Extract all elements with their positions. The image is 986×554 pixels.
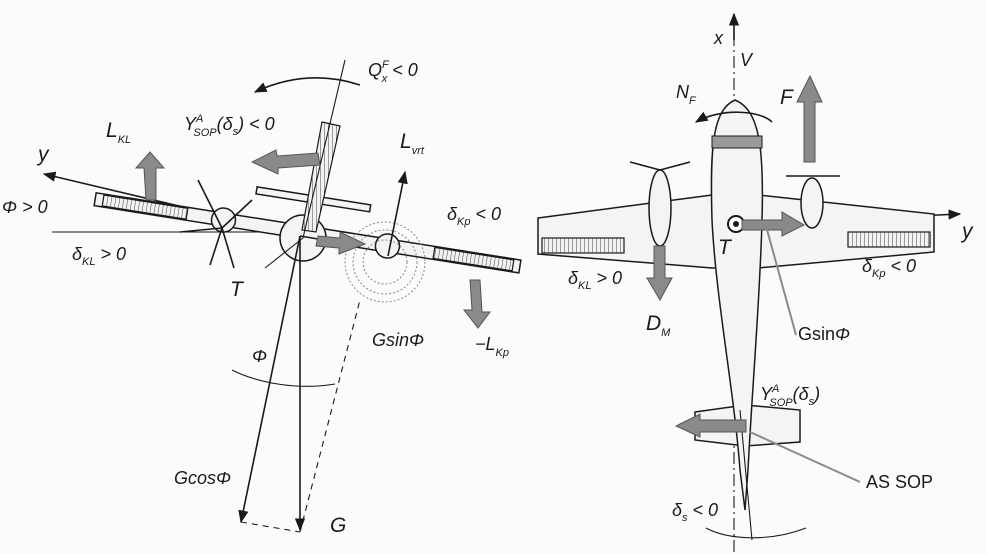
yaw-moment-label: NF <box>676 82 697 107</box>
drag-arrow <box>646 245 673 302</box>
as-sop-label: AS SOP <box>866 472 933 492</box>
aileron-left-label: δKL > 0 <box>72 244 126 268</box>
left-propeller <box>179 179 253 269</box>
right-lift-arrow <box>462 279 491 329</box>
thrust-label-left: T <box>230 278 245 301</box>
drag-label: DM <box>646 312 671 339</box>
roll-angle-label: Φ > 0 <box>2 197 48 217</box>
lift-right-label: −LKp <box>475 334 509 359</box>
gsin-thick-arrow <box>315 231 367 255</box>
phi-label: Φ <box>252 346 267 366</box>
thrust-force-arrow <box>796 74 823 163</box>
gsin-leader <box>765 225 797 336</box>
weight-label: G <box>330 514 346 537</box>
gsin-label-right: GsinΦ <box>798 324 850 344</box>
left-engine <box>210 207 237 233</box>
vertical-fin <box>301 121 341 233</box>
rudder-label: δs < 0 <box>672 500 718 524</box>
left-y-label: y <box>36 143 50 166</box>
left-nacelle <box>648 169 672 247</box>
thrust-label-right: T <box>718 236 733 259</box>
as-sop-leader <box>749 431 861 483</box>
lift-vert-label: Lvrt <box>400 130 425 157</box>
left-lift-arrow <box>134 151 166 201</box>
gsin-top-arrow <box>741 211 806 237</box>
right-engine <box>374 233 401 259</box>
lift-left-label: LKL <box>106 119 131 146</box>
gcos-label: GcosΦ <box>174 468 231 488</box>
roll-moment-arc <box>253 77 361 93</box>
top-aileron-left-label: δKL > 0 <box>568 268 622 292</box>
rudder-arc <box>705 527 807 539</box>
right-aileron-hatch <box>432 246 515 272</box>
side-force-arrow <box>250 149 321 175</box>
vertical-lift-arrow <box>387 170 408 257</box>
gcos-arrow <box>238 235 301 524</box>
gsin-label-left: GsinΦ <box>372 330 424 350</box>
left-aileron-hatch <box>101 194 189 220</box>
dashed-base <box>240 521 301 533</box>
right-propeller-disc <box>344 221 426 303</box>
right-view: x V y NF F T DM δKL > 0 δKp < 0 GsinΦ YA… <box>537 12 974 552</box>
top-left-aileron <box>541 237 625 254</box>
top-fuselage <box>710 99 764 511</box>
top-aileron-right-label: δKp < 0 <box>862 256 916 280</box>
side-force-top-arrow <box>674 413 747 438</box>
aileron-right-label: δKp < 0 <box>447 204 501 228</box>
thrust-pointer <box>264 237 304 269</box>
left-view: y Φ > 0 δKL > 0 δKp < 0 LKL −LKp Lvrt YA… <box>2 59 522 537</box>
right-nacelle <box>800 177 824 229</box>
yaw-moment-arc <box>694 111 773 123</box>
force-f-label: F <box>780 86 794 109</box>
phi-arc <box>231 369 336 387</box>
v-label: V <box>740 50 754 70</box>
dashed-side <box>299 299 361 533</box>
canopy-band <box>711 135 763 149</box>
x-axis-label: x <box>713 28 724 48</box>
roll-axis-line <box>302 59 346 239</box>
right-y-label: y <box>960 220 974 243</box>
top-right-aileron <box>847 231 931 248</box>
left-top-propeller <box>629 161 691 171</box>
thrust-center-dot <box>733 221 739 227</box>
